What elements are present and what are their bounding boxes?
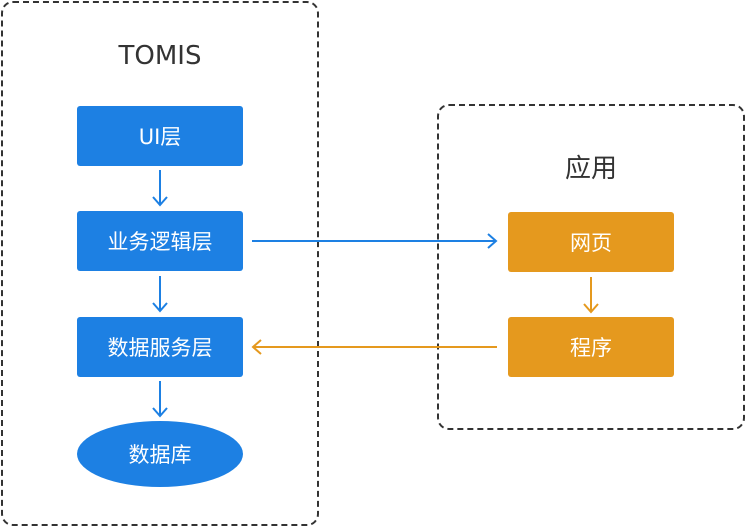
- application-group-title: 应用: [564, 154, 617, 184]
- program-node: 程序: [508, 317, 674, 377]
- database-node: 数据库: [77, 421, 243, 487]
- data-service-layer-node: 数据服务层: [77, 317, 243, 377]
- webpage-node: 网页: [508, 212, 674, 272]
- application-group: 应用: [437, 104, 745, 430]
- business-logic-layer-node: 业务逻辑层: [77, 211, 243, 271]
- tomis-group: TOMIS: [1, 1, 319, 526]
- tomis-group-title: TOMIS: [118, 41, 202, 71]
- ui-layer-node: UI层: [77, 106, 243, 166]
